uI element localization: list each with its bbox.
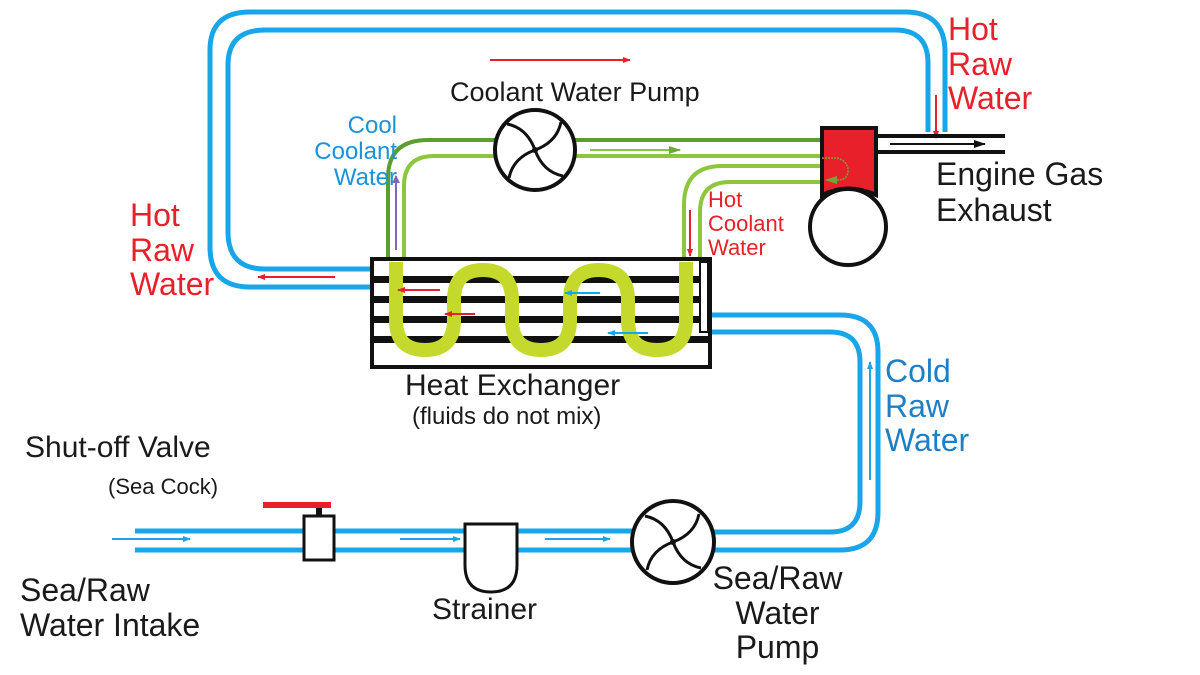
hot-raw-water-return-pipe xyxy=(207,9,948,290)
intake-pipe xyxy=(135,528,640,553)
raw-water-pump-icon xyxy=(630,499,716,585)
cold-raw-water-label: Cold Raw Water xyxy=(885,353,970,459)
heat-exchanger-icon xyxy=(370,257,712,369)
hot-raw-water-top-label: Hot Raw Water xyxy=(948,11,1033,117)
coolant-water-pump-label: Coolant Water Pump xyxy=(450,77,700,107)
hot-raw-water-left-label: Hot Raw Water xyxy=(130,197,215,303)
hot-coolant-pipe xyxy=(682,164,822,258)
strainer-label: Strainer xyxy=(432,593,538,626)
hot-coolant-water-label: Hot Coolant Water xyxy=(708,187,784,260)
heat-exchanger-label: Heat Exchanger xyxy=(405,369,621,402)
cool-coolant-water-label: Cool Coolant Water xyxy=(314,112,397,191)
sea-raw-water-intake-label: Sea/Raw Water Intake xyxy=(20,572,201,643)
coolant-pump-icon xyxy=(493,108,577,192)
strainer-icon xyxy=(463,522,519,594)
cool-coolant-pipe xyxy=(386,138,822,258)
exhaust-pipe-icon xyxy=(876,134,1005,154)
shutoff-valve-label: Shut-off Valve xyxy=(25,431,211,464)
sea-raw-water-pump-label: Sea/Raw Water Pump xyxy=(712,560,843,666)
engine-block-icon xyxy=(808,126,888,267)
engine-gas-exhaust-label: Engine Gas Exhaust xyxy=(936,156,1104,228)
heat-exchanger-note: (fluids do not mix) xyxy=(412,403,602,430)
valve-icon xyxy=(263,502,336,562)
cold-raw-water-pipe xyxy=(712,312,881,553)
sea-cock-label: (Sea Cock) xyxy=(108,474,219,499)
